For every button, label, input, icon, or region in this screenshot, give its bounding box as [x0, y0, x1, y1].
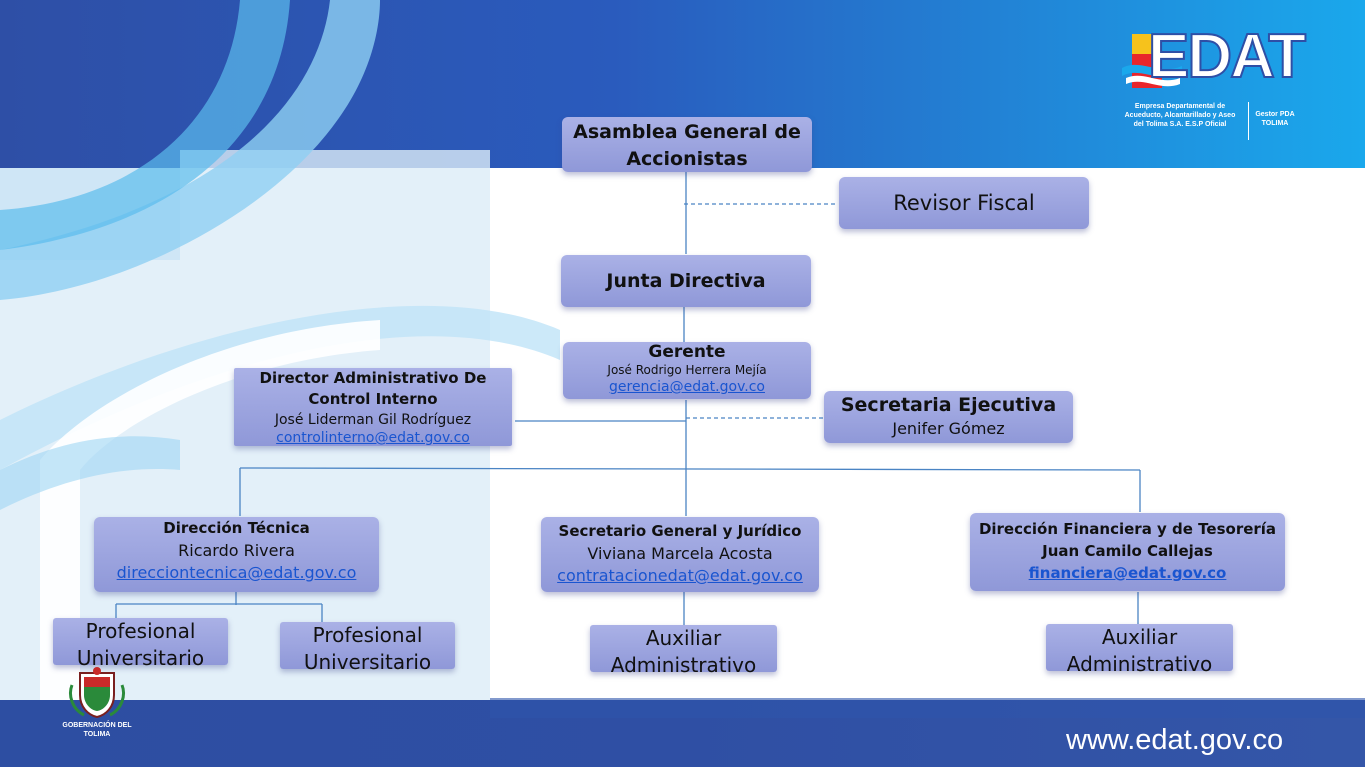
edat-logo-text: EDAT	[1147, 21, 1307, 92]
edat-logo-desc: Empresa Departamental de Acueducto, Alca…	[1124, 103, 1236, 128]
gobernacion-text: GOBERNACIÓN DEL TOLIMA	[62, 722, 132, 738]
profesional-1-title: Profesional Universitario	[76, 619, 205, 670]
auxiliar-1-box: Auxiliar Administrativo	[590, 625, 777, 677]
gerente-title: Gerente	[648, 342, 726, 362]
edat-logo-gestor: Gestor PDA TOLIMA	[1255, 111, 1295, 127]
juridico-box: Secretario General y Jurídico Viviana Ma…	[541, 517, 819, 592]
tecnica-name: Ricardo Rivera	[178, 541, 295, 560]
juridico-email[interactable]: contratacionedat@edat.gov.co	[557, 566, 803, 585]
financiera-box: Dirección Financiera y de Tesorería Juan…	[970, 513, 1285, 591]
profesional-2-box: Profesional Universitario	[280, 622, 455, 674]
edat-logo-divider	[1248, 102, 1249, 140]
control-interno-box: Director Administrativo De Control Inter…	[234, 368, 512, 446]
control-title: Director Administrativo De Control Inter…	[259, 369, 487, 408]
auxiliar-2-title: Auxiliar Administrativo	[1066, 625, 1213, 676]
gerente-box: Gerente José Rodrigo Herrera Mejía geren…	[563, 342, 811, 399]
footer-url[interactable]: www.edat.gov.co	[1066, 724, 1284, 756]
secretaria-box: Secretaria Ejecutiva Jenifer Gómez	[824, 391, 1073, 443]
control-email[interactable]: controlinterno@edat.gov.co	[276, 430, 470, 446]
tecnica-email[interactable]: direcciontecnica@edat.gov.co	[116, 563, 357, 582]
financiera-title: Dirección Financiera y de Tesorería	[978, 520, 1277, 538]
control-name: José Liderman Gil Rodríguez	[274, 412, 472, 428]
auxiliar-2-box: Auxiliar Administrativo	[1046, 624, 1233, 676]
edat-logo-mark	[1122, 34, 1182, 88]
junta-box: Junta Directiva	[561, 255, 811, 307]
asamblea-box: Asamblea General de Accionistas	[562, 117, 812, 172]
edat-logo: EDAT Empresa Departamental de Acueducto,…	[1120, 21, 1310, 148]
secretaria-title: Secretaria Ejecutiva	[840, 394, 1057, 416]
revisor-title: Revisor Fiscal	[893, 191, 1035, 215]
secretaria-name: Jenifer Gómez	[892, 419, 1005, 438]
profesional-1-box: Profesional Universitario	[53, 618, 228, 670]
juridico-name: Viviana Marcela Acosta	[587, 544, 773, 563]
revisor-box: Revisor Fiscal	[839, 177, 1089, 229]
juridico-title: Secretario General y Jurídico	[558, 522, 802, 540]
auxiliar-1-title: Auxiliar Administrativo	[610, 626, 757, 677]
junta-title: Junta Directiva	[606, 270, 766, 292]
profesional-2-title: Profesional Universitario	[303, 623, 432, 674]
asamblea-title: Asamblea General de Accionistas	[573, 121, 801, 170]
tecnica-title: Dirección Técnica	[163, 519, 310, 537]
gerente-email[interactable]: gerencia@edat.gov.co	[609, 379, 765, 395]
gerente-name: José Rodrigo Herrera Mejía	[607, 363, 767, 377]
tecnica-box: Dirección Técnica Ricardo Rivera direcci…	[94, 517, 379, 592]
tolima-shield-icon	[69, 667, 125, 719]
financiera-name: Juan Camilo Callejas	[1042, 542, 1213, 560]
gobernacion-logo: GOBERNACIÓN DEL TOLIMA	[62, 665, 132, 741]
financiera-email[interactable]: financiera@edat.gov.co	[1028, 564, 1227, 582]
